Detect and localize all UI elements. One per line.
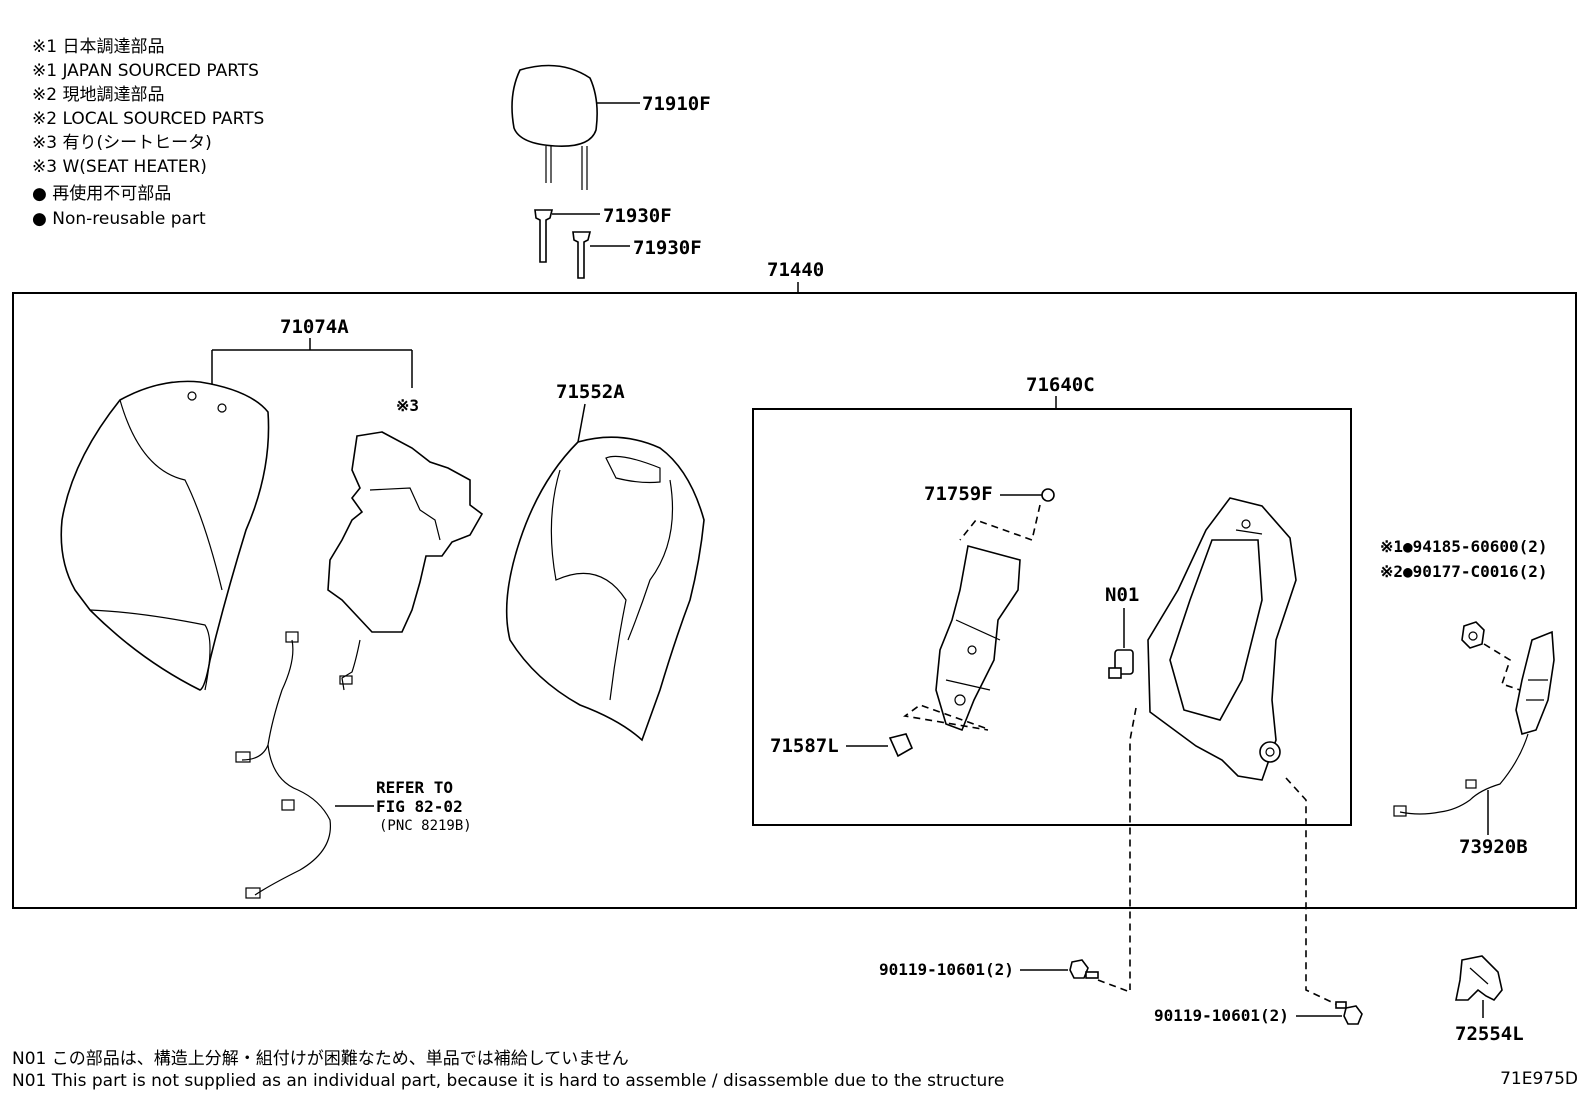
label-73920B: 73920B	[1459, 836, 1528, 858]
legend-line-8: ● Non-reusable part	[32, 209, 206, 229]
assembly-71640C-box	[752, 408, 1352, 826]
label-nut-japan: ※1●94185-60600(2)	[1380, 537, 1548, 556]
legend-line-1: ※1 日本調達部品	[32, 37, 165, 57]
seatback-frame-drawing[interactable]	[1147, 497, 1297, 781]
label-bolt-2: 90119-10601(2)	[1154, 1006, 1289, 1025]
label-71074A: 71074A	[280, 316, 349, 338]
refer-to-line-3: (PNC 8219B)	[379, 818, 472, 834]
label-nut-local: ※2●90177-C0016(2)	[1380, 562, 1548, 581]
wire-harness-drawing[interactable]	[235, 631, 332, 899]
legend-line-7: ● 再使用不可部品	[32, 184, 172, 204]
assembly-71440-box	[12, 292, 1577, 909]
note-n01-english: N01 This part is not supplied as an indi…	[12, 1071, 1005, 1091]
label-71587L: 71587L	[770, 735, 839, 757]
legend-line-5: ※3 有り(シートヒータ)	[32, 133, 212, 153]
n01-part-drawing[interactable]	[1108, 649, 1134, 679]
seatback-cover-drawing[interactable]	[60, 380, 270, 691]
label-71930F-1: 71930F	[603, 205, 672, 227]
bolt-1-drawing[interactable]	[1069, 959, 1099, 979]
nut-drawing[interactable]	[1461, 621, 1485, 649]
label-72554L: 72554L	[1455, 1023, 1524, 1045]
guide-1-drawing[interactable]	[534, 209, 554, 263]
bracket-72554L-drawing[interactable]	[1455, 955, 1503, 1002]
label-71759F: 71759F	[924, 483, 993, 505]
clip-71759F-drawing[interactable]	[1041, 488, 1055, 502]
seatback-pad-drawing[interactable]	[505, 436, 705, 742]
headrest-drawing[interactable]	[511, 64, 598, 191]
legend-line-4: ※2 LOCAL SOURCED PARTS	[32, 109, 265, 129]
label-71930F-2: 71930F	[633, 237, 702, 259]
refer-to-line-1: REFER TO	[376, 778, 453, 797]
guide-2-drawing[interactable]	[572, 231, 592, 279]
legend-line-2: ※1 JAPAN SOURCED PARTS	[32, 61, 259, 81]
legend-line-6: ※3 W(SEAT HEATER)	[32, 157, 207, 177]
label-71640C: 71640C	[1026, 374, 1095, 396]
seat-heater-drawing[interactable]	[327, 431, 484, 691]
label-71910F: 71910F	[642, 93, 711, 115]
label-71440: 71440	[767, 259, 824, 281]
bolt-2-drawing[interactable]	[1335, 1001, 1363, 1025]
label-heater-mark: ※3	[396, 396, 419, 415]
note-n01-japanese: N01 この部品は、構造上分解・組付けが困難なため、単品では補給していません	[12, 1049, 629, 1069]
diagram-id: 71E975D	[1500, 1069, 1578, 1089]
legend-line-3: ※2 現地調達部品	[32, 85, 165, 105]
label-bolt-1: 90119-10601(2)	[879, 960, 1014, 979]
label-N01: N01	[1105, 584, 1139, 606]
seat-heater-harness-drawing[interactable]	[1393, 630, 1555, 817]
refer-to-line-2: FIG 82-02	[376, 797, 463, 816]
clip-71587L-drawing[interactable]	[888, 733, 914, 758]
label-71552A: 71552A	[556, 381, 625, 403]
recliner-bracket-drawing[interactable]	[935, 545, 1021, 732]
